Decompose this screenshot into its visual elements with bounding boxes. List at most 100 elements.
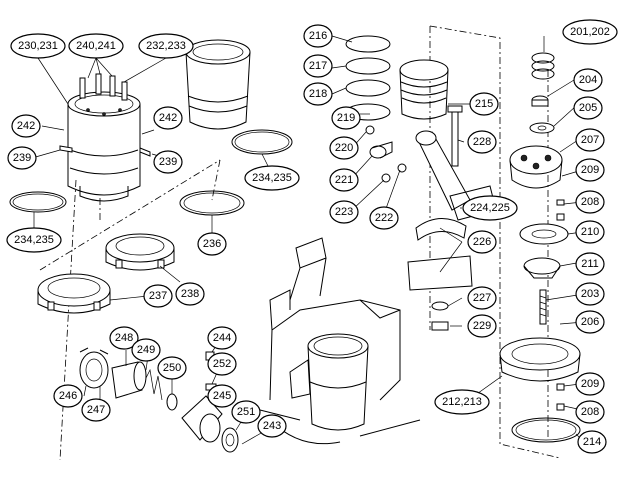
snap-rings [365,125,407,183]
callout-239-left: 239 [7,146,37,170]
callout-222: 222 [369,206,399,230]
gasket-234-left [9,191,67,213]
cylinder-liner-left [67,91,141,202]
valve-spring-201 [531,52,555,80]
callout-228: 228 [467,130,497,154]
stud-203 [539,289,547,325]
nut-204 [531,95,549,107]
cylinder-liner-middle [185,39,251,130]
callout-243: 243 [257,414,287,438]
callout-237: 237 [143,284,173,308]
callout-215: 215 [469,92,499,116]
svg-text:210: 210 [581,226,599,238]
callout-217: 217 [303,54,333,78]
svg-text:250: 250 [163,362,181,374]
callout-234-235-right: 234,235 [244,165,300,191]
svg-text:219: 219 [337,112,355,124]
callout-232-233: 232,233 [138,33,194,59]
svg-text:240,241: 240,241 [76,40,116,52]
svg-text:201,202: 201,202 [570,26,610,38]
svg-text:215: 215 [475,98,493,110]
valve-disc-210 [519,223,569,245]
svg-text:245: 245 [213,390,231,402]
callout-207: 207 [575,128,605,152]
callout-220: 220 [329,136,359,160]
svg-text:238: 238 [181,288,199,300]
valve-seat-211 [523,257,561,279]
svg-text:234,235: 234,235 [14,234,54,246]
svg-text:234,235: 234,235 [252,172,292,184]
callout-239-right: 239 [153,150,183,174]
svg-text:248: 248 [115,332,133,344]
svg-text:237: 237 [149,290,167,302]
callout-246: 246 [53,384,83,408]
callout-218: 218 [303,82,333,106]
callout-238: 238 [175,282,205,306]
callout-247: 247 [81,398,111,422]
locating-pins-239 [59,145,151,157]
callout-240-241: 240,241 [68,33,124,59]
svg-text:207: 207 [581,134,599,146]
callout-249: 249 [131,338,161,362]
svg-text:217: 217 [309,60,327,72]
valve-body-245 [181,395,223,443]
callout-204: 204 [573,68,603,92]
svg-text:211: 211 [581,258,599,270]
callout-251: 251 [231,400,261,424]
svg-text:205: 205 [579,102,597,114]
svg-text:227: 227 [473,292,491,304]
svg-text:223: 223 [335,206,353,218]
svg-text:221: 221 [335,174,353,186]
callout-252: 252 [207,352,237,376]
callout-244: 244 [207,326,237,350]
callout-236: 236 [197,232,227,256]
svg-text:249: 249 [137,344,155,356]
cylinder-studs [79,73,128,101]
svg-text:222: 222 [375,212,393,224]
rod-bolt-228 [447,105,463,167]
callout-211: 211 [575,252,605,276]
callout-219: 219 [331,106,361,130]
svg-text:239: 239 [13,152,31,164]
svg-text:204: 204 [579,74,597,86]
callout-242-right: 242 [153,106,183,130]
spring-248-249 [111,361,163,401]
washer-250 [166,393,178,411]
svg-text:251: 251 [237,406,255,418]
gasket-236 [179,190,245,216]
callout-248: 248 [109,326,139,350]
crankcase-body [259,237,421,445]
svg-text:232,233: 232,233 [146,40,186,52]
svg-text:209: 209 [581,378,599,390]
callout-224-225: 224,225 [462,195,518,221]
callout-203: 203 [575,282,605,306]
valve-housing-246 [79,347,109,389]
callout-201-202: 201,202 [562,19,618,45]
valve-plate-207 [509,145,563,189]
svg-text:228: 228 [473,136,491,148]
svg-text:242: 242 [159,112,177,124]
gasket-214 [511,417,581,443]
callout-208-bottom: 208 [575,400,605,424]
washer-205 [529,122,555,134]
callout-242-left: 242 [11,114,41,138]
callout-230-231: 230,231 [10,33,66,59]
callout-226: 226 [467,230,497,254]
svg-text:203: 203 [581,288,599,300]
svg-text:243: 243 [263,420,281,432]
callout-206: 206 [575,310,605,334]
svg-text:209: 209 [581,164,599,176]
svg-text:208: 208 [581,406,599,418]
svg-text:236: 236 [203,238,221,250]
svg-text:229: 229 [473,320,491,332]
washer-nut-227-229 [431,301,449,331]
svg-text:212,213: 212,213 [442,396,482,408]
svg-text:244: 244 [213,332,231,344]
small-fittings-208-209 [556,199,565,411]
piston-pin-221 [369,141,393,159]
cap-251 [221,427,239,453]
svg-text:246: 246 [59,390,77,402]
svg-text:206: 206 [581,316,599,328]
